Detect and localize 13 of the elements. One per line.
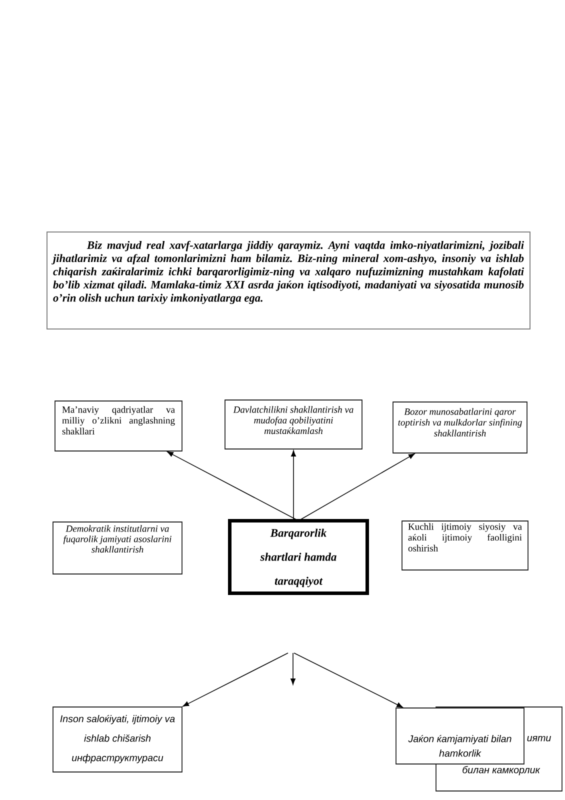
text-box: Bozor munosabatlarini qaror toptirish va mulkdorlar sinfining shakllantirish — [392, 402, 528, 454]
arrow — [182, 652, 288, 707]
text-box: Kuchli ijtimoiy siyosiy va aќoli ijtimoiy faolligini oshirish — [402, 520, 528, 570]
text-box: Ma’naviy qadriyatlar va milliy o’zlikni anglashning shakllari — [54, 400, 182, 452]
arrow — [298, 453, 415, 522]
text-box: Demokratik institutlarni va fuqarolik jamiyati asoslarini shakllantirish — [52, 522, 182, 574]
text-box: Inson saloќiyati, ijtimoiy va ishlab chišarish инфраструктураси — [52, 706, 182, 772]
arrow — [294, 652, 403, 708]
paragraph-box: Biz mavjud real xavf-xatarlarga jiddiy qaraymiz. Ayni vaqtda imko-niyatlarimizni, jozibali jihatlarimiz va afzal tomonlarimizni ham bilamiz. Biz-ning mineral xom-ashyo, insoniy va ishlab chiqarish zaќiralarimiz ichki barqarorligimiz-ning va xalqaro nufuzimizning mustahkam kafolati bo’lib xizmat qiladi. Mamlaka-timiz XXI asrda jaќon iqtisodiyoti, madaniyati va siyosatida munosib o’rin olish uchun tarixiy imkoniyatlarga ega. — [46, 232, 530, 330]
central-box: Barqarorlik shartlari hamda taraqqiyot — [228, 519, 369, 595]
text-box: Davlatchilikni shakllantirish va mudofaa qobiliyatini mustaќkamlash — [224, 400, 362, 450]
arrow — [167, 451, 299, 522]
arrow — [291, 450, 296, 522]
